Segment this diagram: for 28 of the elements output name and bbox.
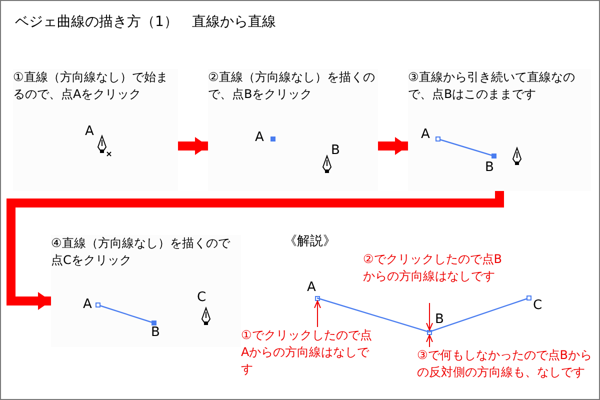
point-label: A — [255, 131, 264, 145]
anchor-point — [427, 330, 432, 335]
step-text: ①直線（方向線なし）で始まるので、点Aをクリック — [13, 69, 169, 103]
point-label: B — [331, 144, 340, 158]
callout-text: ①でクリックしたので点Aからの方向線はなしです — [241, 327, 373, 378]
anchor-point — [315, 296, 320, 301]
title: ベジェ曲線の描き方（1） 直線から直線 — [15, 13, 276, 31]
point-label: B — [485, 161, 494, 175]
section-heading: 《解説》 — [284, 235, 336, 249]
point-label: C — [197, 291, 206, 305]
point-label: B — [151, 326, 160, 340]
block-arrow — [378, 137, 408, 155]
point-label: C — [533, 299, 542, 313]
block-arrow — [6, 191, 504, 310]
point-label: B — [435, 313, 444, 327]
point-label: A — [85, 125, 94, 139]
step-text: ④直線（方向線なし）を描くので点Cをクリック — [51, 235, 232, 269]
leader-arrow — [314, 300, 321, 328]
leader-arrow — [426, 334, 433, 348]
leader-arrow — [426, 302, 433, 330]
point-label: A — [83, 298, 92, 312]
callout-text: ③で何もしなかったので点Bからの反対側の方向線も、なしです — [417, 347, 593, 381]
step-text: ②直線（方向線なし）を描くので、点Bをクリック — [208, 69, 376, 103]
step-text: ③直線から引き続いて直線なので、点Bはこのままです — [408, 69, 576, 103]
point-label: A — [307, 281, 316, 295]
callout-text: ②でクリックしたので点Bからの方向線はなしです — [363, 251, 503, 285]
block-arrow — [178, 137, 208, 155]
point-label: A — [421, 128, 430, 142]
